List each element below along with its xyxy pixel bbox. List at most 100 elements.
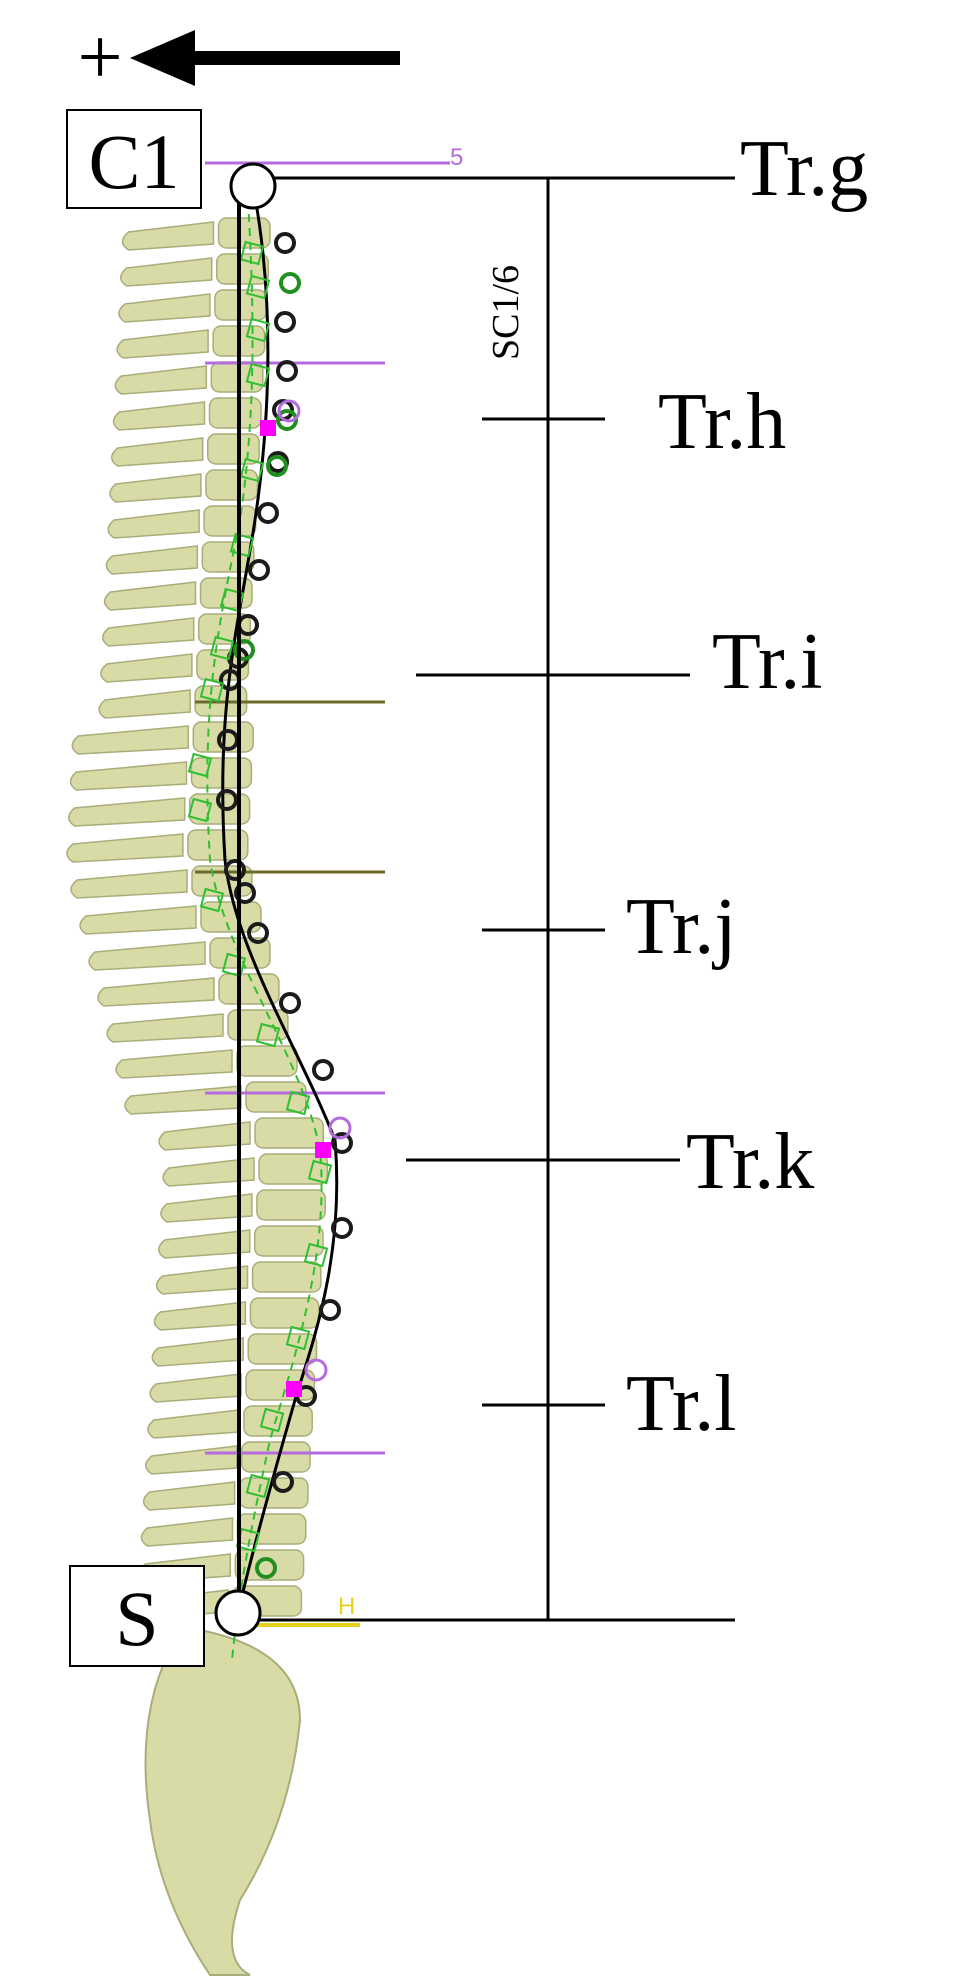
spinous-process-28 [157, 1229, 251, 1259]
s-point [214, 1589, 262, 1637]
spinous-process-20 [88, 941, 206, 971]
magenta-marker-1 [315, 1142, 331, 1158]
spinous-process-12 [100, 653, 193, 683]
sacral-marker-letter: H [338, 1593, 355, 1620]
spinous-process-36 [140, 1517, 234, 1547]
sacrum-endpoint: S [69, 1565, 262, 1667]
level-label-tr-h: Tr.h [658, 378, 786, 466]
direction-sign: + [77, 14, 122, 102]
vertebral-body-25 [254, 1117, 325, 1149]
spinous-process-14 [71, 725, 190, 755]
green-square-marker-13 [255, 1022, 281, 1048]
green-square-marker-4 [239, 457, 265, 483]
landmark-ring-13 [234, 882, 256, 904]
level-label-tr-k: Tr.k [686, 1118, 814, 1206]
landmark-ring-21 [272, 1471, 294, 1493]
landmark-ring-15 [279, 992, 301, 1014]
green-square-marker-8 [199, 677, 225, 703]
spinous-process-5 [112, 401, 206, 431]
spinous-process-30 [153, 1301, 247, 1331]
spinous-process-18 [70, 869, 188, 899]
purple-ring-0 [277, 399, 301, 423]
spinous-process-6 [110, 437, 204, 467]
level-label-tr-l: Tr.l [626, 1360, 737, 1448]
spinous-process-24 [124, 1085, 242, 1115]
landmark-ring-2 [276, 360, 298, 382]
spinous-process-17 [66, 833, 184, 863]
vertebral-body-29 [251, 1261, 322, 1293]
purple-ring-2 [304, 1358, 328, 1382]
green-square-marker-14 [285, 1090, 311, 1116]
s-label: S [115, 1575, 158, 1662]
spinous-process-1 [119, 257, 213, 287]
landmark-ring-17 [331, 1132, 353, 1154]
vertebral-body-8 [203, 505, 257, 537]
green-square-marker-2 [245, 317, 271, 343]
spinous-process-0 [121, 221, 215, 251]
level-label-tr-i: Tr.i [712, 618, 823, 706]
landmark-ring-16 [312, 1059, 334, 1081]
green-square-marker-15 [307, 1159, 333, 1185]
landmark-ring-6 [248, 559, 270, 581]
spinous-process-21 [97, 977, 215, 1007]
green-square-marker-16 [303, 1242, 329, 1268]
spinous-process-13 [98, 689, 191, 719]
level-label-tr-g: Tr.g [740, 125, 868, 213]
spinous-process-31 [151, 1337, 244, 1367]
spinous-process-32 [149, 1373, 242, 1403]
vertebral-body-36 [236, 1513, 307, 1545]
green-square-marker-0 [239, 240, 265, 266]
green-square-marker-1 [245, 274, 271, 300]
magenta-marker-2 [286, 1381, 302, 1397]
spinous-process-11 [101, 617, 195, 647]
spinous-process-23 [115, 1049, 233, 1079]
spinous-process-10 [103, 581, 197, 611]
level-label-tr-j: Tr.j [626, 883, 737, 971]
c1-label-box [66, 109, 202, 209]
spinous-process-8 [107, 509, 200, 539]
spinous-process-22 [106, 1013, 224, 1043]
direction-indicator: + [77, 14, 400, 102]
landmark-ring-14 [247, 922, 269, 944]
vertebral-body-26 [258, 1153, 329, 1185]
vertebral-body-24 [245, 1081, 307, 1113]
landmark-ring-18 [331, 1217, 353, 1239]
green-square-marker-12 [221, 952, 247, 978]
spinous-process-35 [142, 1481, 236, 1511]
green-square-marker-9 [187, 752, 213, 778]
green-square-marker-11 [199, 887, 225, 913]
spinous-process-26 [162, 1157, 255, 1187]
green-ring-4 [255, 1557, 277, 1579]
vertebral-body-23 [236, 1045, 298, 1077]
s-label-box [69, 1565, 205, 1667]
spinous-process-2 [118, 293, 211, 323]
spinous-process-16 [67, 797, 186, 827]
green-square-marker-7 [209, 635, 235, 661]
spinous-process-15 [69, 761, 188, 791]
c1-label: C1 [88, 118, 179, 205]
landmark-ring-5 [257, 502, 279, 524]
vertebral-body-17 [187, 829, 249, 861]
green-ring-3 [233, 639, 255, 661]
spinous-process-4 [114, 365, 208, 395]
landmark-ring-1 [274, 311, 296, 333]
vertebral-body-5 [208, 397, 262, 429]
vertebral-body-30 [249, 1297, 320, 1329]
landmark-ring-11 [216, 789, 238, 811]
scale-label: SC1/6 [485, 265, 527, 360]
purple-ring-1 [328, 1116, 352, 1140]
vertebral-body-33 [243, 1405, 313, 1437]
arrow-left-icon [130, 30, 195, 86]
green-ring-0 [279, 272, 301, 294]
green-square-marker-10 [187, 797, 213, 823]
landmark-ring-0 [274, 232, 296, 254]
spinous-process-27 [160, 1193, 253, 1223]
vertebral-body-28 [253, 1225, 324, 1257]
c1-point [229, 162, 277, 210]
spinous-process-19 [79, 905, 197, 935]
vertebral-body-6 [206, 433, 260, 465]
green-square-marker-17 [285, 1325, 311, 1351]
c1-endpoint: C1 [66, 109, 277, 210]
green-ring-2 [266, 455, 288, 477]
